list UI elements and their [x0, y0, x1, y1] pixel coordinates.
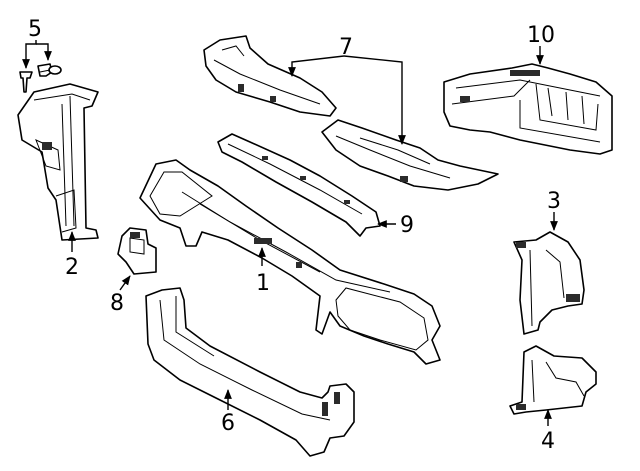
callout-7: 7	[339, 35, 353, 60]
leader-5b	[36, 43, 52, 61]
leader-5a	[22, 40, 37, 69]
leader-lines	[22, 40, 558, 426]
leader-7b	[343, 55, 406, 145]
part-1-radiator-support	[139, 159, 441, 365]
part-4-lower-air-guide	[509, 345, 597, 415]
callout-10: 10	[527, 23, 555, 48]
callout-9: 9	[400, 213, 414, 238]
part-6-lower-crossmember	[145, 287, 355, 457]
part-8-bracket	[117, 227, 157, 275]
part-5-clips	[19, 63, 62, 93]
part-2-left-air-guide	[17, 83, 99, 241]
callout-1: 1	[256, 271, 270, 296]
callout-8: 8	[110, 291, 124, 316]
callout-labels: 5 2 7 10 9 1 3 4 8 6	[28, 17, 561, 454]
callout-6: 6	[221, 411, 235, 436]
callout-3: 3	[547, 189, 561, 214]
callout-2: 2	[65, 255, 79, 280]
part-10-intake-duct	[443, 63, 613, 155]
part-3-right-air-guide	[513, 231, 585, 335]
part-7-upper-seals	[203, 35, 499, 191]
callout-4: 4	[541, 429, 555, 454]
leader-8	[119, 275, 131, 291]
callout-5: 5	[28, 17, 42, 42]
leader-7a	[288, 55, 345, 77]
part-9-tie-bar	[217, 133, 381, 237]
